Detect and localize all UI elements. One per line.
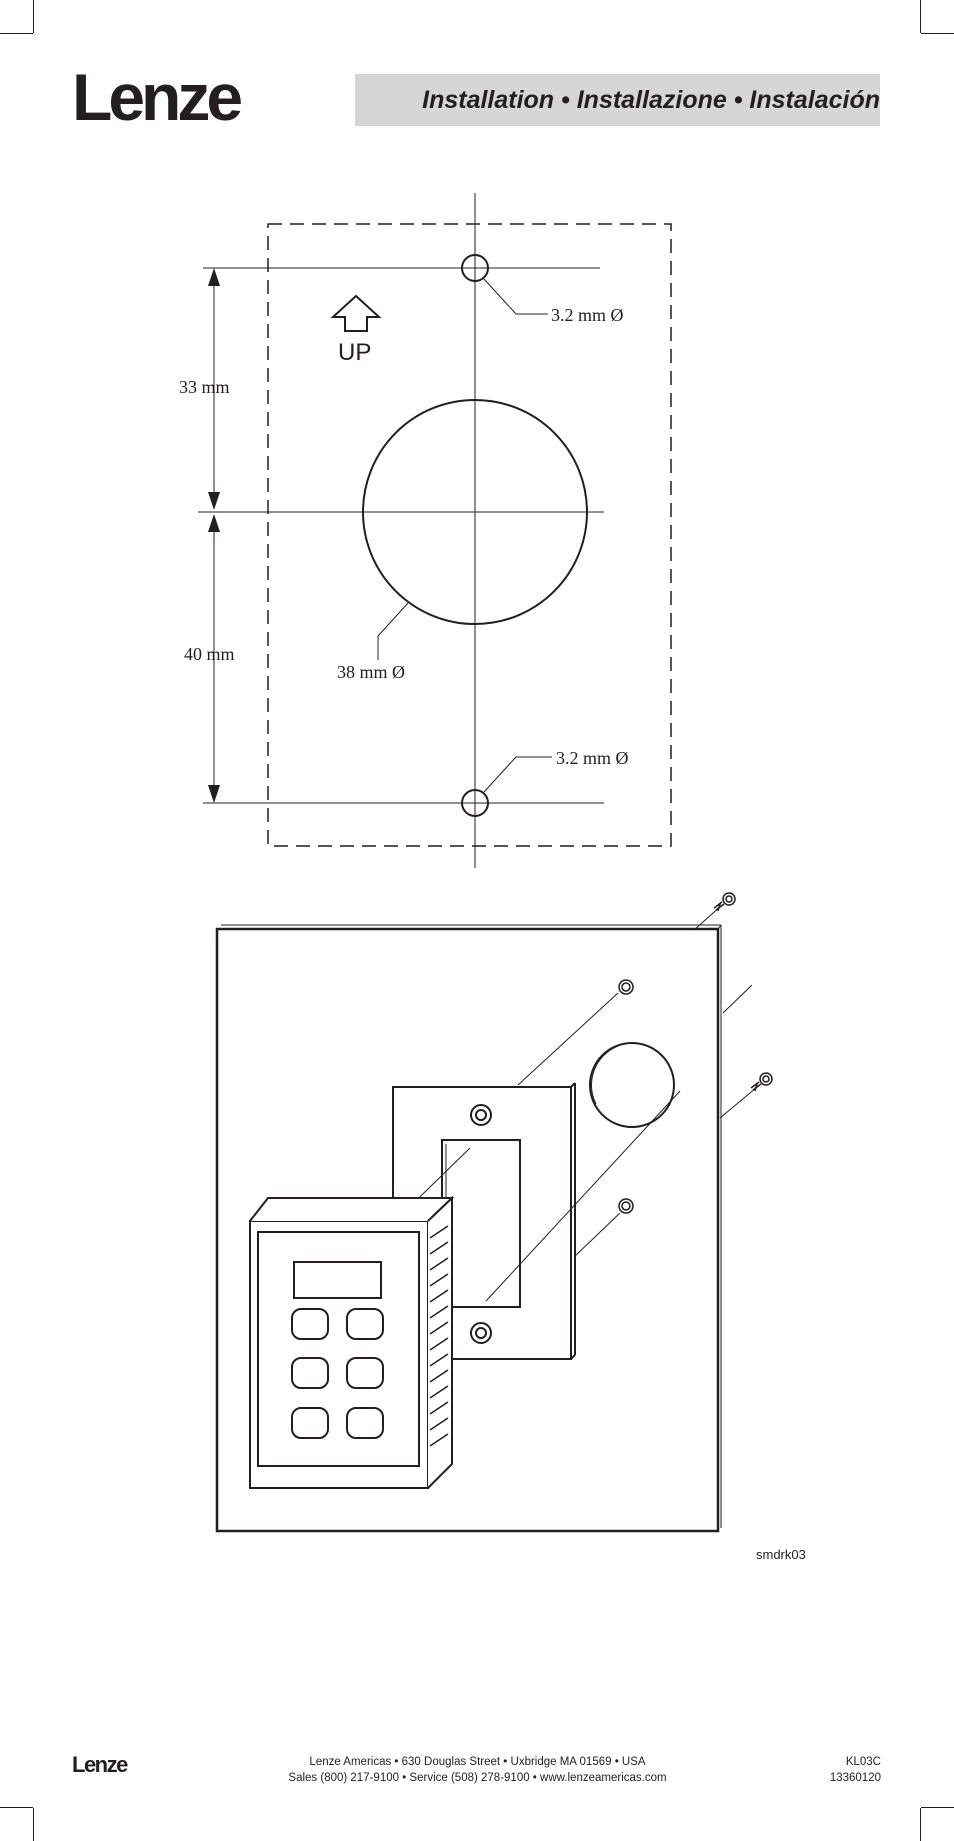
page-title: Installation • Installazione • Instalaci… — [422, 85, 880, 114]
crop-mark-bottom-left-h — [0, 1807, 33, 1808]
arrow-center-up — [208, 514, 220, 532]
footer-lenze-logo: Lenze — [72, 1752, 128, 1777]
keypad-button-4 — [346, 1357, 384, 1389]
up-arrow-icon — [330, 294, 382, 332]
center-hole-leader — [377, 602, 409, 660]
crop-mark-top-left-h — [0, 33, 33, 34]
crop-mark-top-left-v — [33, 0, 34, 33]
panel-hole-bottom — [618, 1198, 634, 1214]
footer-sales-service: Sales (800) 217-9100 • Service (508) 278… — [288, 1772, 667, 1784]
upper-dimension-label: 33 mm — [179, 377, 230, 397]
top-hole-leader — [483, 278, 548, 315]
bottom-hole-label: 3.2 mm Ø — [556, 748, 629, 768]
keypad-button-2 — [346, 1308, 384, 1340]
mounting-panel — [215, 924, 722, 1533]
footer-doc-number: 13360120 — [829, 1772, 881, 1784]
cutout-outline — [267, 223, 672, 847]
keypad-button-6 — [346, 1407, 384, 1439]
keypad-button-1 — [291, 1308, 329, 1340]
center-hole-label: 38 mm Ø — [337, 662, 405, 682]
arrow-top-up — [208, 268, 220, 286]
bottom-mounting-hole — [461, 789, 489, 817]
keypad-vent-slots — [429, 1225, 449, 1447]
lower-dimension-label: 40 mm — [184, 644, 235, 664]
page-title-bar: Installation • Installazione • Instalaci… — [355, 74, 880, 126]
footer-contact: Lenze Americas • 630 Douglas Street • Ux… — [220, 1754, 735, 1786]
screw-icon-top-right — [713, 892, 736, 912]
center-hole — [362, 399, 588, 625]
top-hole-label: 3.2 mm Ø — [551, 305, 624, 325]
crop-mark-bottom-right-v — [920, 1808, 921, 1841]
up-label: UP — [338, 339, 371, 366]
figure-code: smdrk03 — [756, 1547, 806, 1562]
panel-hole-large — [589, 1042, 675, 1128]
keypad-button-3 — [291, 1357, 329, 1389]
arrow-center-down — [208, 492, 220, 510]
keypad-display-unit — [249, 1195, 455, 1489]
crop-mark-bottom-left-v — [33, 1808, 34, 1841]
crop-mark-bottom-right-h — [921, 1807, 954, 1808]
footer-doc-info: KL03C 13360120 — [830, 1754, 881, 1786]
screw-icon-middle-right — [750, 1072, 773, 1092]
arrow-bottom-down — [208, 785, 220, 803]
lenze-logo: Lenze — [72, 60, 243, 134]
crop-mark-top-right-h — [921, 33, 954, 34]
bottom-hole-leader — [483, 756, 552, 793]
footer-address: Lenze Americas • 630 Douglas Street • Ux… — [309, 1756, 646, 1768]
crop-mark-top-right-v — [920, 0, 921, 33]
footer-doc-code: KL03C — [845, 1756, 881, 1768]
panel-hole-top — [618, 979, 634, 995]
top-mounting-hole — [461, 254, 489, 282]
keypad-button-5 — [291, 1407, 329, 1439]
keypad-lcd-display — [293, 1261, 382, 1299]
